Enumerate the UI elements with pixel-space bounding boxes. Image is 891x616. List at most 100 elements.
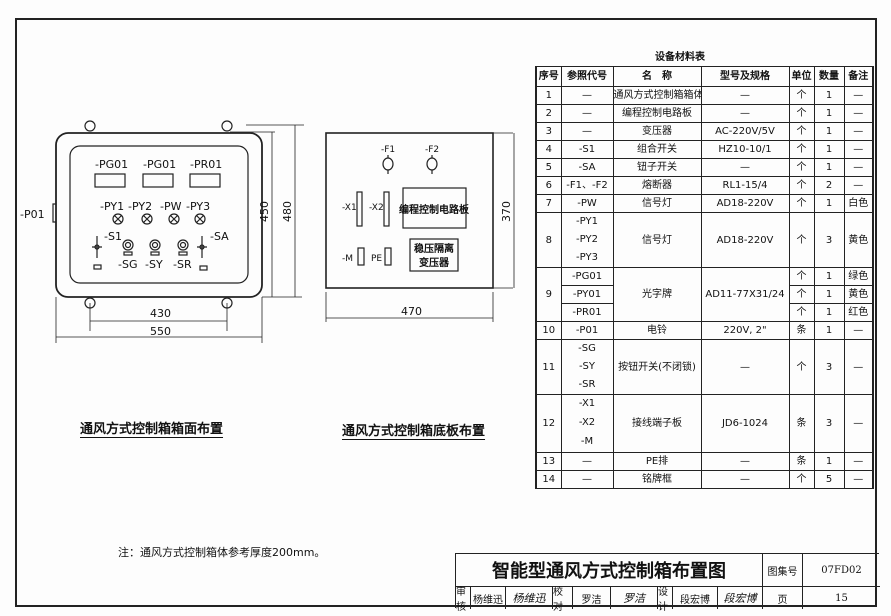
cell-qty: 2 [813,176,845,195]
cell-spec: AD18-220V [700,212,790,268]
cell-spec: — [700,452,790,471]
control-board [402,187,467,229]
cell-no: 6 [535,176,562,195]
cell-ref: — [560,470,614,489]
cell-unit: 条 [788,452,815,471]
cell-note: — [843,394,874,453]
cell-qty: 1 [813,86,845,105]
cell-unit: 个 [788,158,815,177]
fuse-label: -F1 [381,145,395,155]
cell-note: — [843,176,874,195]
lamp-label: -PY2 [128,200,152,213]
cell-spec: RL1-15/4 [700,176,790,195]
button-label: -SY [145,258,163,271]
cell-spec: HZ10-10/1 [700,140,790,159]
cell-no: 12 [535,394,562,453]
cell-no: 4 [535,140,562,159]
cell-unit: 个 [788,285,815,304]
cell-name: 按钮开关(不闭锁) [612,339,702,395]
cell-spec: — [700,158,790,177]
cell-note: — [843,104,874,123]
terminal-strip-x2 [383,191,390,227]
cell-ref: -PR01 [560,303,614,322]
cell-ref: -P01 [560,321,614,340]
control-board-label: 编程控制电路板 [399,203,470,216]
cell-no: 5 [535,158,562,177]
cell-no: 2 [535,104,562,123]
back-view-caption: 通风方式控制箱底板布置 [342,424,486,439]
cell-unit: 个 [788,176,815,195]
cell-ref: — [560,104,614,123]
button-label: -SR [173,258,192,271]
cell-name: 通风方式控制箱箱体 [612,86,702,105]
cell-unit: 个 [788,470,815,489]
cell-qty: 1 [813,104,845,123]
cell-note: 黄色 [843,285,874,304]
cell-name: 熔断器 [612,176,702,195]
cell-unit: 个 [788,140,815,159]
cell-spec: — [700,86,790,105]
transformer [409,238,459,272]
ref-line: -M [580,436,594,447]
reviewer-name: 杨维迅 [471,587,506,609]
panel-label: -PG01 [143,158,176,171]
fuse-label: -F2 [425,145,439,155]
ref-line: -X1 [578,398,596,409]
dimension-label: 550 [150,325,171,338]
ref-line: -PY1 [576,216,598,227]
cell-ref: -PY01 [560,285,614,304]
dimension-label: 370 [500,201,513,222]
cell-ref: -SA [560,158,614,177]
switch-label: -SA [210,230,229,243]
cell-ref: -S1 [560,140,614,159]
pe-label: PE [371,254,382,264]
front-view: -PG01 -PG01 -PR01 -PY1 -PY2 -PW -PY3 -S1… [20,120,304,343]
ref-line: -X2 [578,417,596,428]
panel-label: -PR01 [190,158,222,171]
cell-name: 变压器 [612,122,702,141]
cell-unit: 个 [788,212,815,268]
column-header: 序号 [535,66,562,87]
cell-qty: 1 [813,267,845,286]
cell-unit: 个 [788,339,815,395]
cell-note: — [843,452,874,471]
cell-unit: 个 [788,104,815,123]
cell-name: 电铃 [612,321,702,340]
cell-qty: 5 [813,470,845,489]
column-header: 参照代号 [560,66,614,87]
cell-qty: 3 [813,212,845,268]
cell-spec: AC-220V/5V [700,122,790,141]
cell-ref: -X1 -X2 -M [560,394,614,453]
cell-qty: 1 [813,285,845,304]
ref-line: -SG [578,343,596,354]
cell-ref: -PY1-PY2-PY3 [560,212,614,268]
cell-name: 接线端子板 [612,394,702,453]
page-label: 页 [763,587,803,609]
cell-note: — [843,158,874,177]
cell-note: — [843,470,874,489]
front-view-caption: 通风方式控制箱箱面布置 [80,422,224,437]
material-table-title: 设备材料表 [655,52,705,63]
atlas-label: 图集号 [763,554,803,587]
cell-unit: 个 [788,303,815,322]
reviewer-signature: 杨维迅 [506,587,553,609]
cell-qty: 1 [813,158,845,177]
cell-no: 7 [535,194,562,213]
cell-unit: 个 [788,267,815,286]
cell-spec: AD18-220V [700,194,790,213]
ref-line: -PY2 [576,234,598,245]
lamp-label: -PY1 [100,200,124,213]
terminal-label: -M [342,254,353,264]
cell-qty: 1 [813,194,845,213]
cell-no: 10 [535,321,562,340]
